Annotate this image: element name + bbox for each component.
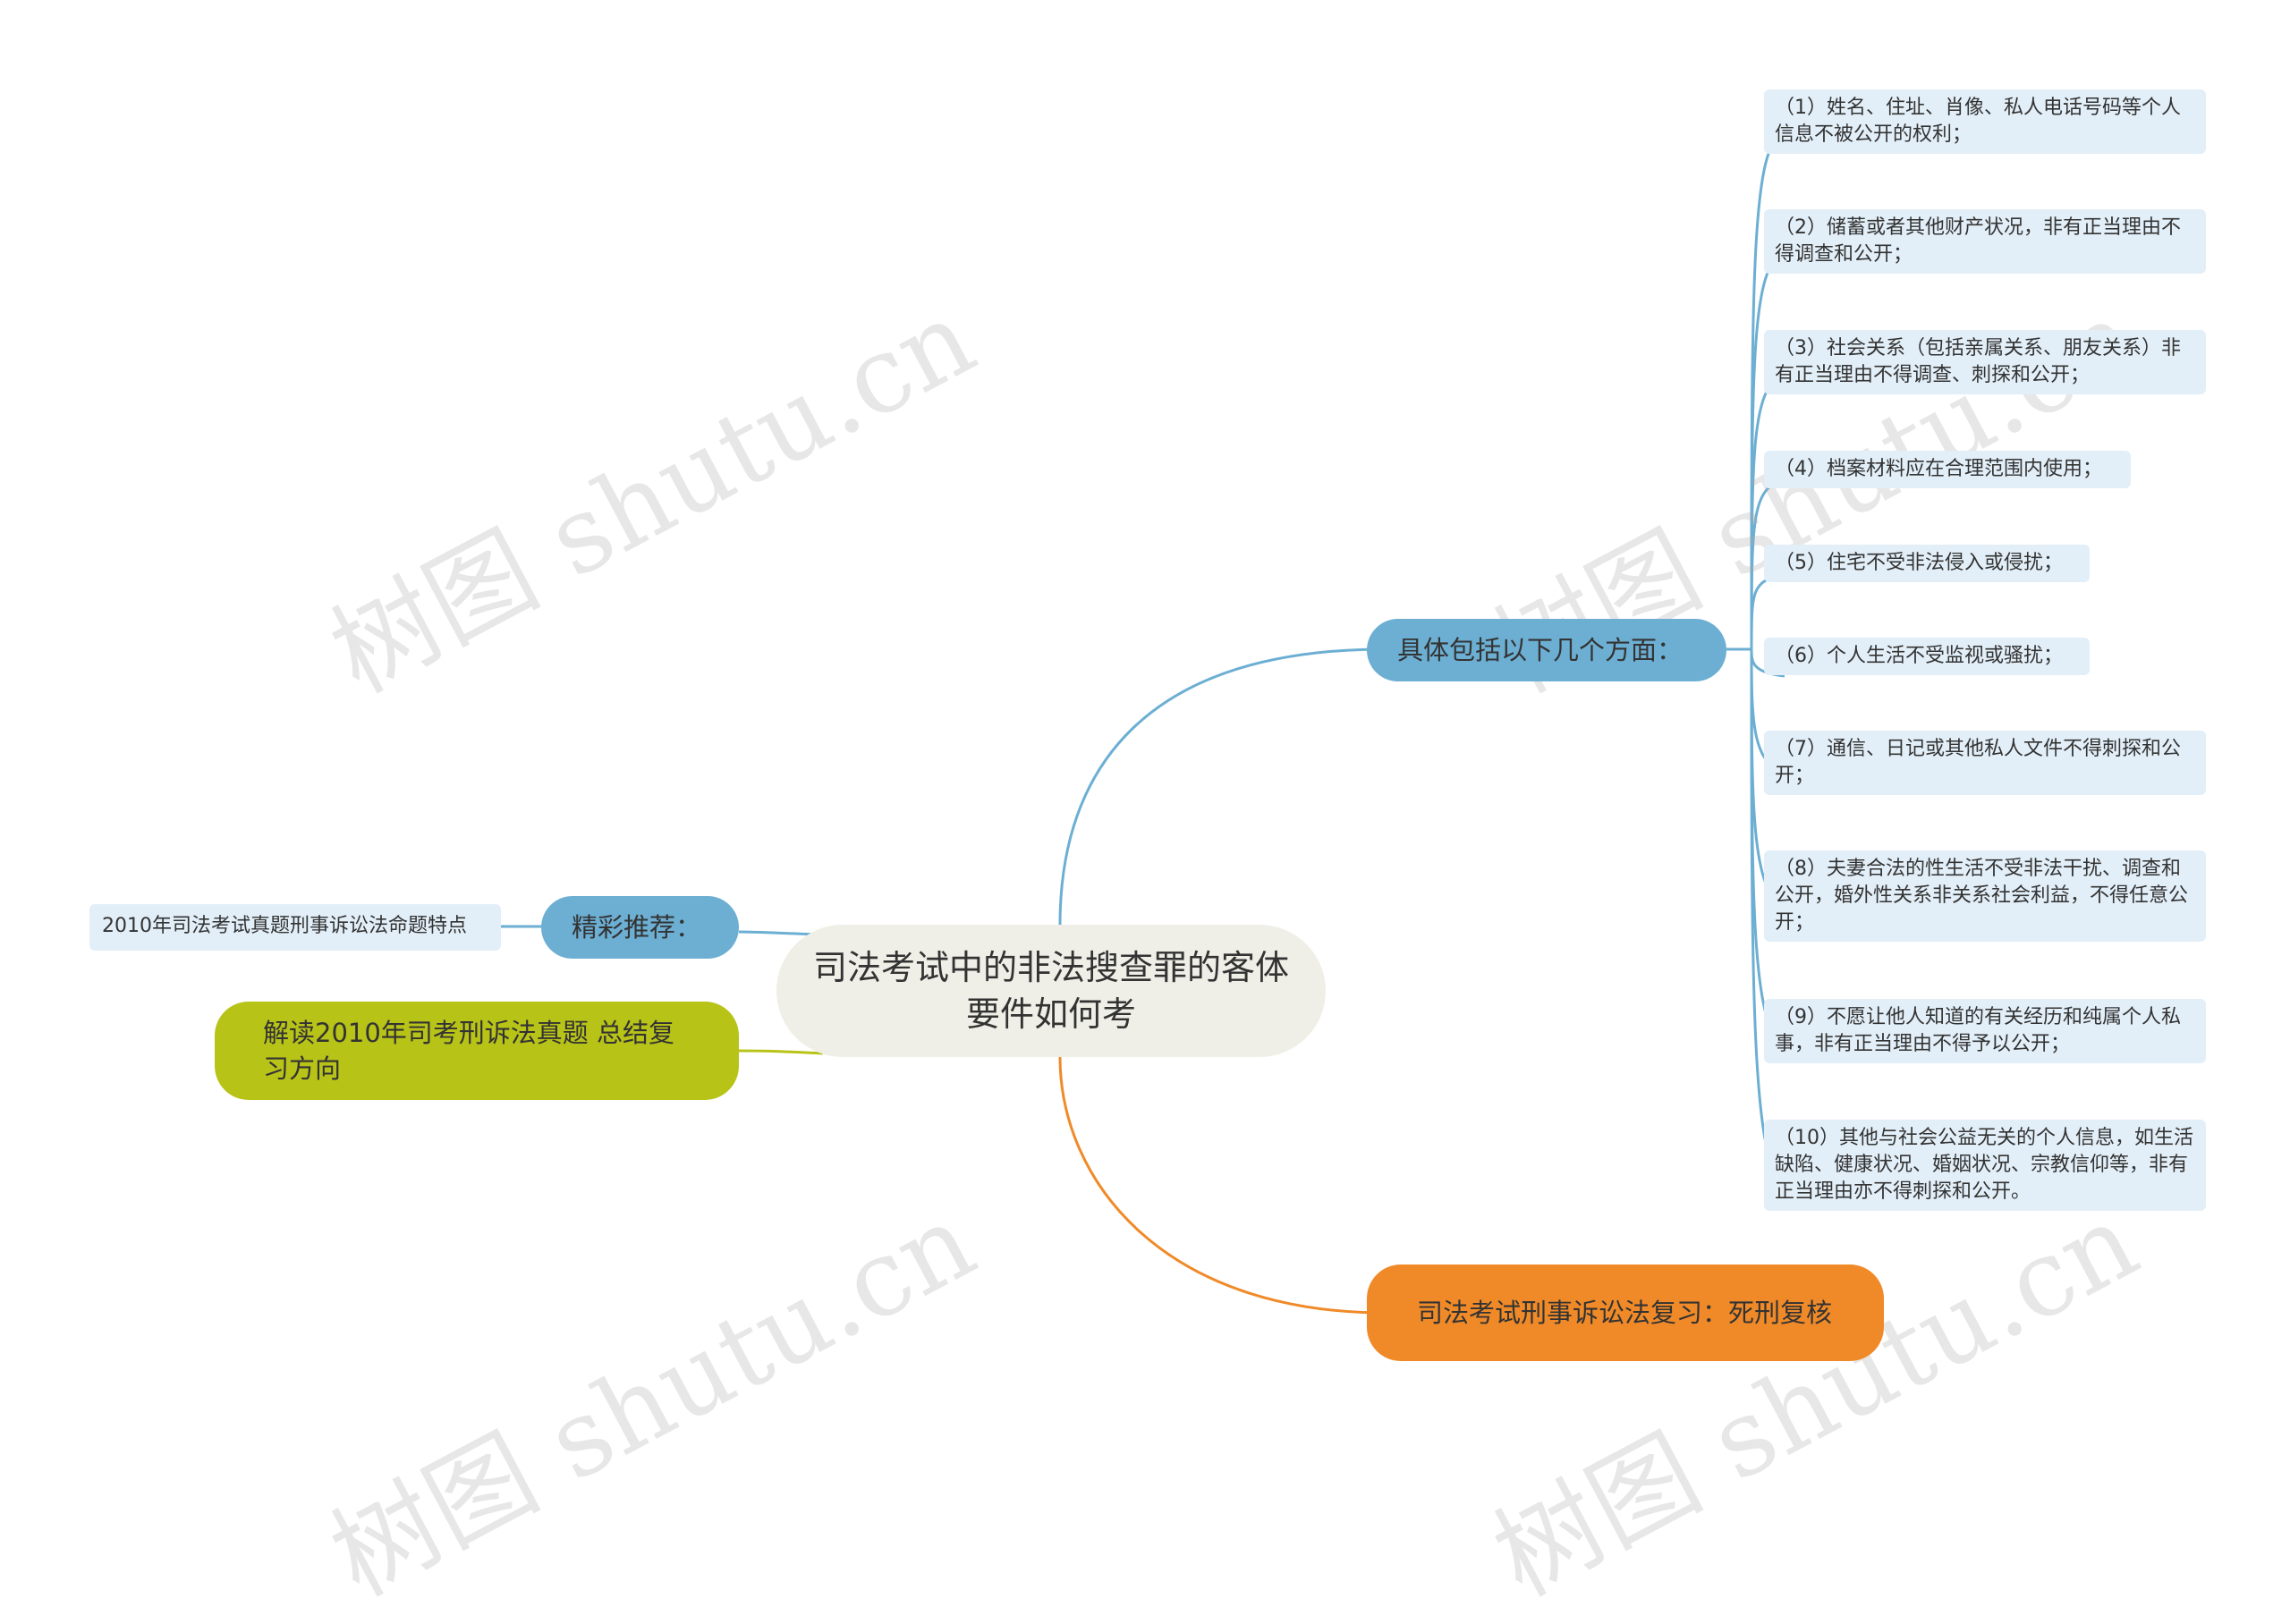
branch-aspects[interactable]: 具体包括以下几个方面：: [1367, 619, 1726, 681]
leaf-item-text: （8）夫妻合法的性生活不受非法干扰、调查和公开，婚外性关系非关系社会利益，不得任…: [1775, 858, 2189, 934]
branch-review-label: 司法考试刑事诉讼法复习：死刑复核: [1417, 1298, 1833, 1328]
leaf-item-text: （5）住宅不受非法侵入或侵扰；: [1775, 552, 2063, 574]
branch-aspects-label: 具体包括以下几个方面：: [1397, 635, 1684, 665]
leaf-item-text: （2）储蓄或者其他财产状况，非有正当理由不得调查和公开；: [1775, 216, 2181, 266]
leaf-item-1[interactable]: （1）姓名、住址、肖像、私人电话号码等个人信息不被公开的权利；: [1764, 89, 2206, 154]
central-topic[interactable]: 司法考试中的非法搜查罪的客体要件如何考: [776, 925, 1326, 1057]
leaf-item-text: （1）姓名、住址、肖像、私人电话号码等个人信息不被公开的权利；: [1775, 97, 2181, 146]
leaf-item-9[interactable]: （9）不愿让他人知道的有关经历和纯属个人私事，非有正当理由不得予以公开；: [1764, 999, 2206, 1063]
leaf-item-text: （10）其他与社会公益无关的个人信息，如生活缺陷、健康状况、婚姻状况、宗教信仰等…: [1775, 1127, 2193, 1203]
leaf-item-6[interactable]: （6）个人生活不受监视或骚扰；: [1764, 638, 2090, 675]
leaf-item-4[interactable]: （4）档案材料应在合理范围内使用；: [1764, 451, 2131, 488]
leaf-item-2[interactable]: （2）储蓄或者其他财产状况，非有正当理由不得调查和公开；: [1764, 209, 2206, 274]
leaf-item-3[interactable]: （3）社会关系（包括亲属关系、朋友关系）非有正当理由不得调查、刺探和公开；: [1764, 330, 2206, 394]
central-topic-text: 司法考试中的非法搜查罪的客体要件如何考: [812, 948, 1289, 1034]
edge-center-to-interpret: [738, 1049, 824, 1055]
branch-recommend[interactable]: 精彩推荐：: [541, 896, 739, 959]
edge-center-to-review: [1058, 1056, 1386, 1315]
branch-review[interactable]: 司法考试刑事诉讼法复习：死刑复核: [1367, 1265, 1884, 1361]
branch-interpret-label: 解读2010年司考刑诉法真题 总结复习方向: [263, 1018, 675, 1084]
leaf-item-text: （7）通信、日记或其他私人文件不得刺探和公开；: [1775, 738, 2181, 787]
leaf-recommend-item[interactable]: 2010年司法考试真题刑事诉讼法命题特点: [89, 904, 501, 951]
leaf-item-text: （9）不愿让他人知道的有关经历和纯属个人私事，非有正当理由不得予以公开；: [1775, 1006, 2181, 1055]
leaf-item-5[interactable]: （5）住宅不受非法侵入或侵扰；: [1764, 545, 2090, 582]
leaf-item-7[interactable]: （7）通信、日记或其他私人文件不得刺探和公开；: [1764, 731, 2206, 795]
leaf-item-10[interactable]: （10）其他与社会公益无关的个人信息，如生活缺陷、健康状况、婚姻状况、宗教信仰等…: [1764, 1120, 2206, 1211]
leaf-recommend-text: 2010年司法考试真题刑事诉讼法命题特点: [102, 915, 467, 937]
edge-center-to-aspects: [1058, 647, 1386, 926]
leaf-item-text: （4）档案材料应在合理范围内使用；: [1775, 458, 2102, 480]
leaf-item-text: （3）社会关系（包括亲属关系、朋友关系）非有正当理由不得调查、刺探和公开；: [1775, 337, 2181, 386]
branch-interpret[interactable]: 解读2010年司考刑诉法真题 总结复习方向: [215, 1002, 739, 1100]
branch-recommend-label: 精彩推荐：: [572, 912, 702, 943]
leaf-item-8[interactable]: （8）夫妻合法的性生活不受非法干扰、调查和公开，婚外性关系非关系社会利益，不得任…: [1764, 850, 2206, 942]
leaf-item-text: （6）个人生活不受监视或骚扰；: [1775, 645, 2063, 667]
